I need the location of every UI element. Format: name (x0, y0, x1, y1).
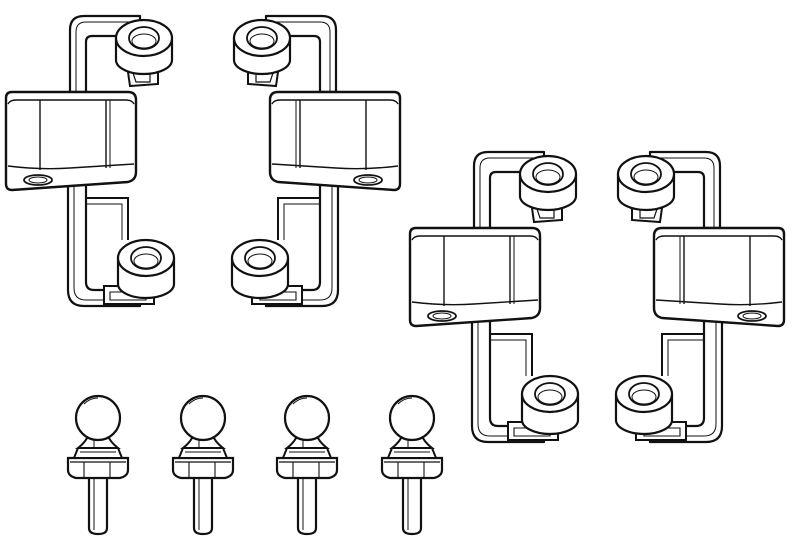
upper-right-bracket (230, 14, 402, 308)
lower-left-bracket (408, 150, 580, 444)
ball-stud-4 (380, 394, 444, 536)
upper-left-bracket (4, 14, 176, 308)
ball-stud-2 (171, 394, 235, 536)
ball-stud-3 (275, 394, 339, 536)
ball-stud-1 (66, 394, 130, 536)
lower-right-bracket (614, 150, 786, 444)
